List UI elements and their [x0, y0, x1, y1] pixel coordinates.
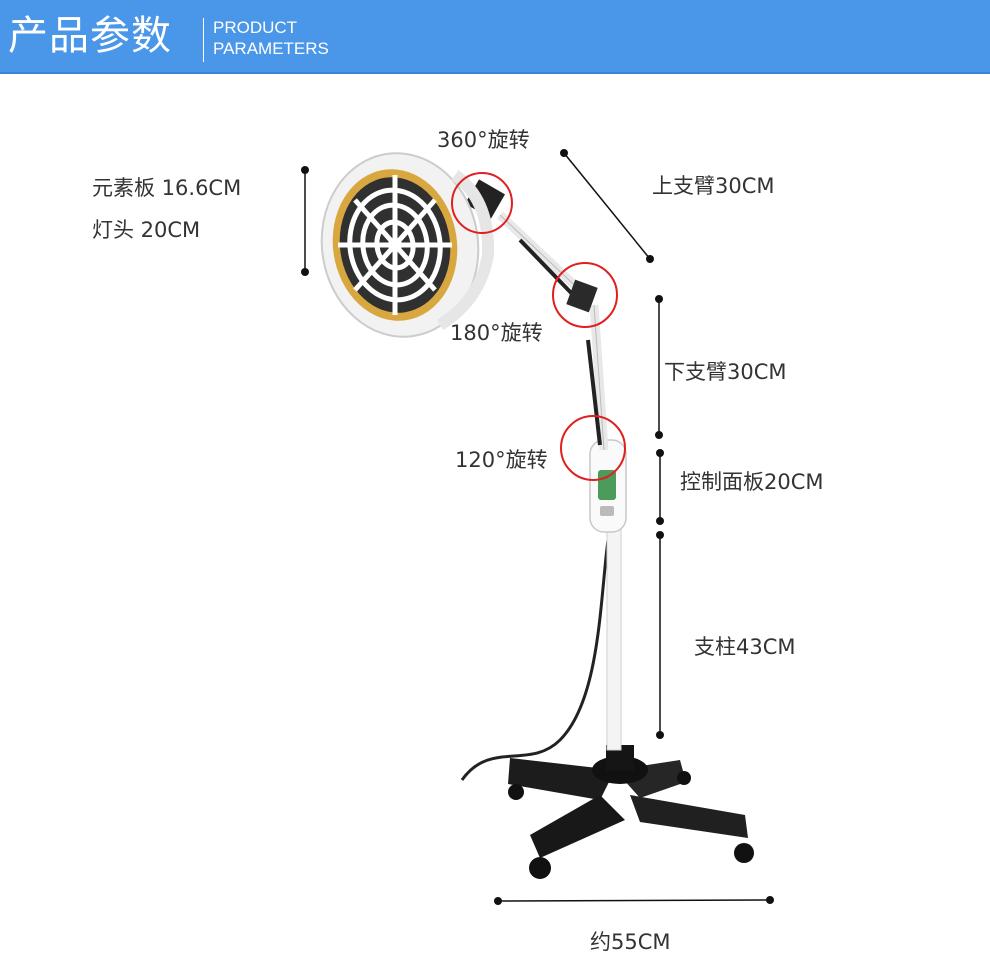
lamp-head: [320, 152, 495, 338]
rotate-180-label: 180°旋转: [450, 321, 543, 345]
header-bar: [0, 0, 990, 72]
title-divider: [203, 18, 204, 62]
rotation-circle-120: [560, 415, 626, 481]
header-underline: [0, 72, 990, 74]
page-title-english: PRODUCT PARAMETERS: [213, 17, 329, 59]
lamp-head-label: 灯头 20CM: [92, 218, 201, 242]
page-title: 产品参数: [8, 13, 172, 59]
power-cord: [460, 539, 610, 781]
lamp-head-dimension-marker: [301, 166, 309, 276]
upper-arm-label: 上支臂30CM: [652, 174, 775, 198]
control-panel-dimension-marker: [656, 449, 664, 525]
control-panel-body: [589, 439, 627, 533]
wheeled-base: [508, 745, 754, 879]
pillar-label: 支柱43CM: [694, 635, 796, 659]
pillar-dimension-marker: [656, 531, 664, 739]
control-panel-label: 控制面板20CM: [680, 470, 824, 494]
base-width-label: 约55CM: [590, 930, 671, 954]
base-width-dimension-marker: [494, 896, 774, 905]
upper-arm-dimension-marker: [560, 149, 654, 263]
element-board-label: 元素板 16.6CM: [92, 176, 242, 200]
title-en-line2: PARAMETERS: [213, 39, 329, 58]
support-pillar: [606, 524, 622, 751]
title-en-line1: PRODUCT: [213, 18, 298, 37]
rotation-circle-180: [552, 262, 618, 328]
lower-arm-dimension-marker: [655, 295, 663, 439]
rotate-120-label: 120°旋转: [455, 448, 548, 472]
rotation-circle-360: [451, 172, 513, 234]
lower-arm-label: 下支臂30CM: [664, 360, 787, 384]
rotate-360-label: 360°旋转: [437, 128, 530, 152]
